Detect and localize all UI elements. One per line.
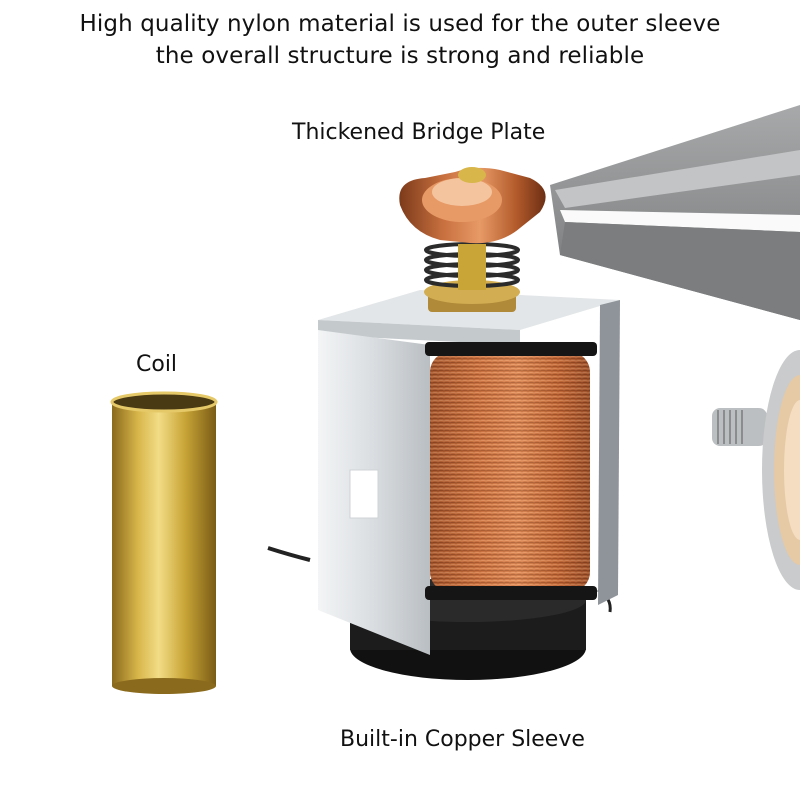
headline-line-2: the overall structure is strong and reli… — [155, 43, 645, 69]
bridge-plate — [399, 167, 546, 244]
caliper-jaw — [550, 105, 800, 320]
coil-tube — [110, 391, 218, 694]
headline: High quality nylon material is used for … — [0, 8, 800, 72]
headline-line-1: High quality nylon material is used for … — [79, 11, 721, 37]
caliper-dial — [712, 350, 800, 590]
spring — [424, 242, 520, 290]
coil-label: Coil — [136, 352, 178, 377]
bridge-plate-label: Thickened Bridge Plate — [292, 120, 546, 145]
solenoid — [267, 280, 620, 680]
copper-sleeve-label: Built-in Copper Sleeve — [340, 727, 585, 752]
